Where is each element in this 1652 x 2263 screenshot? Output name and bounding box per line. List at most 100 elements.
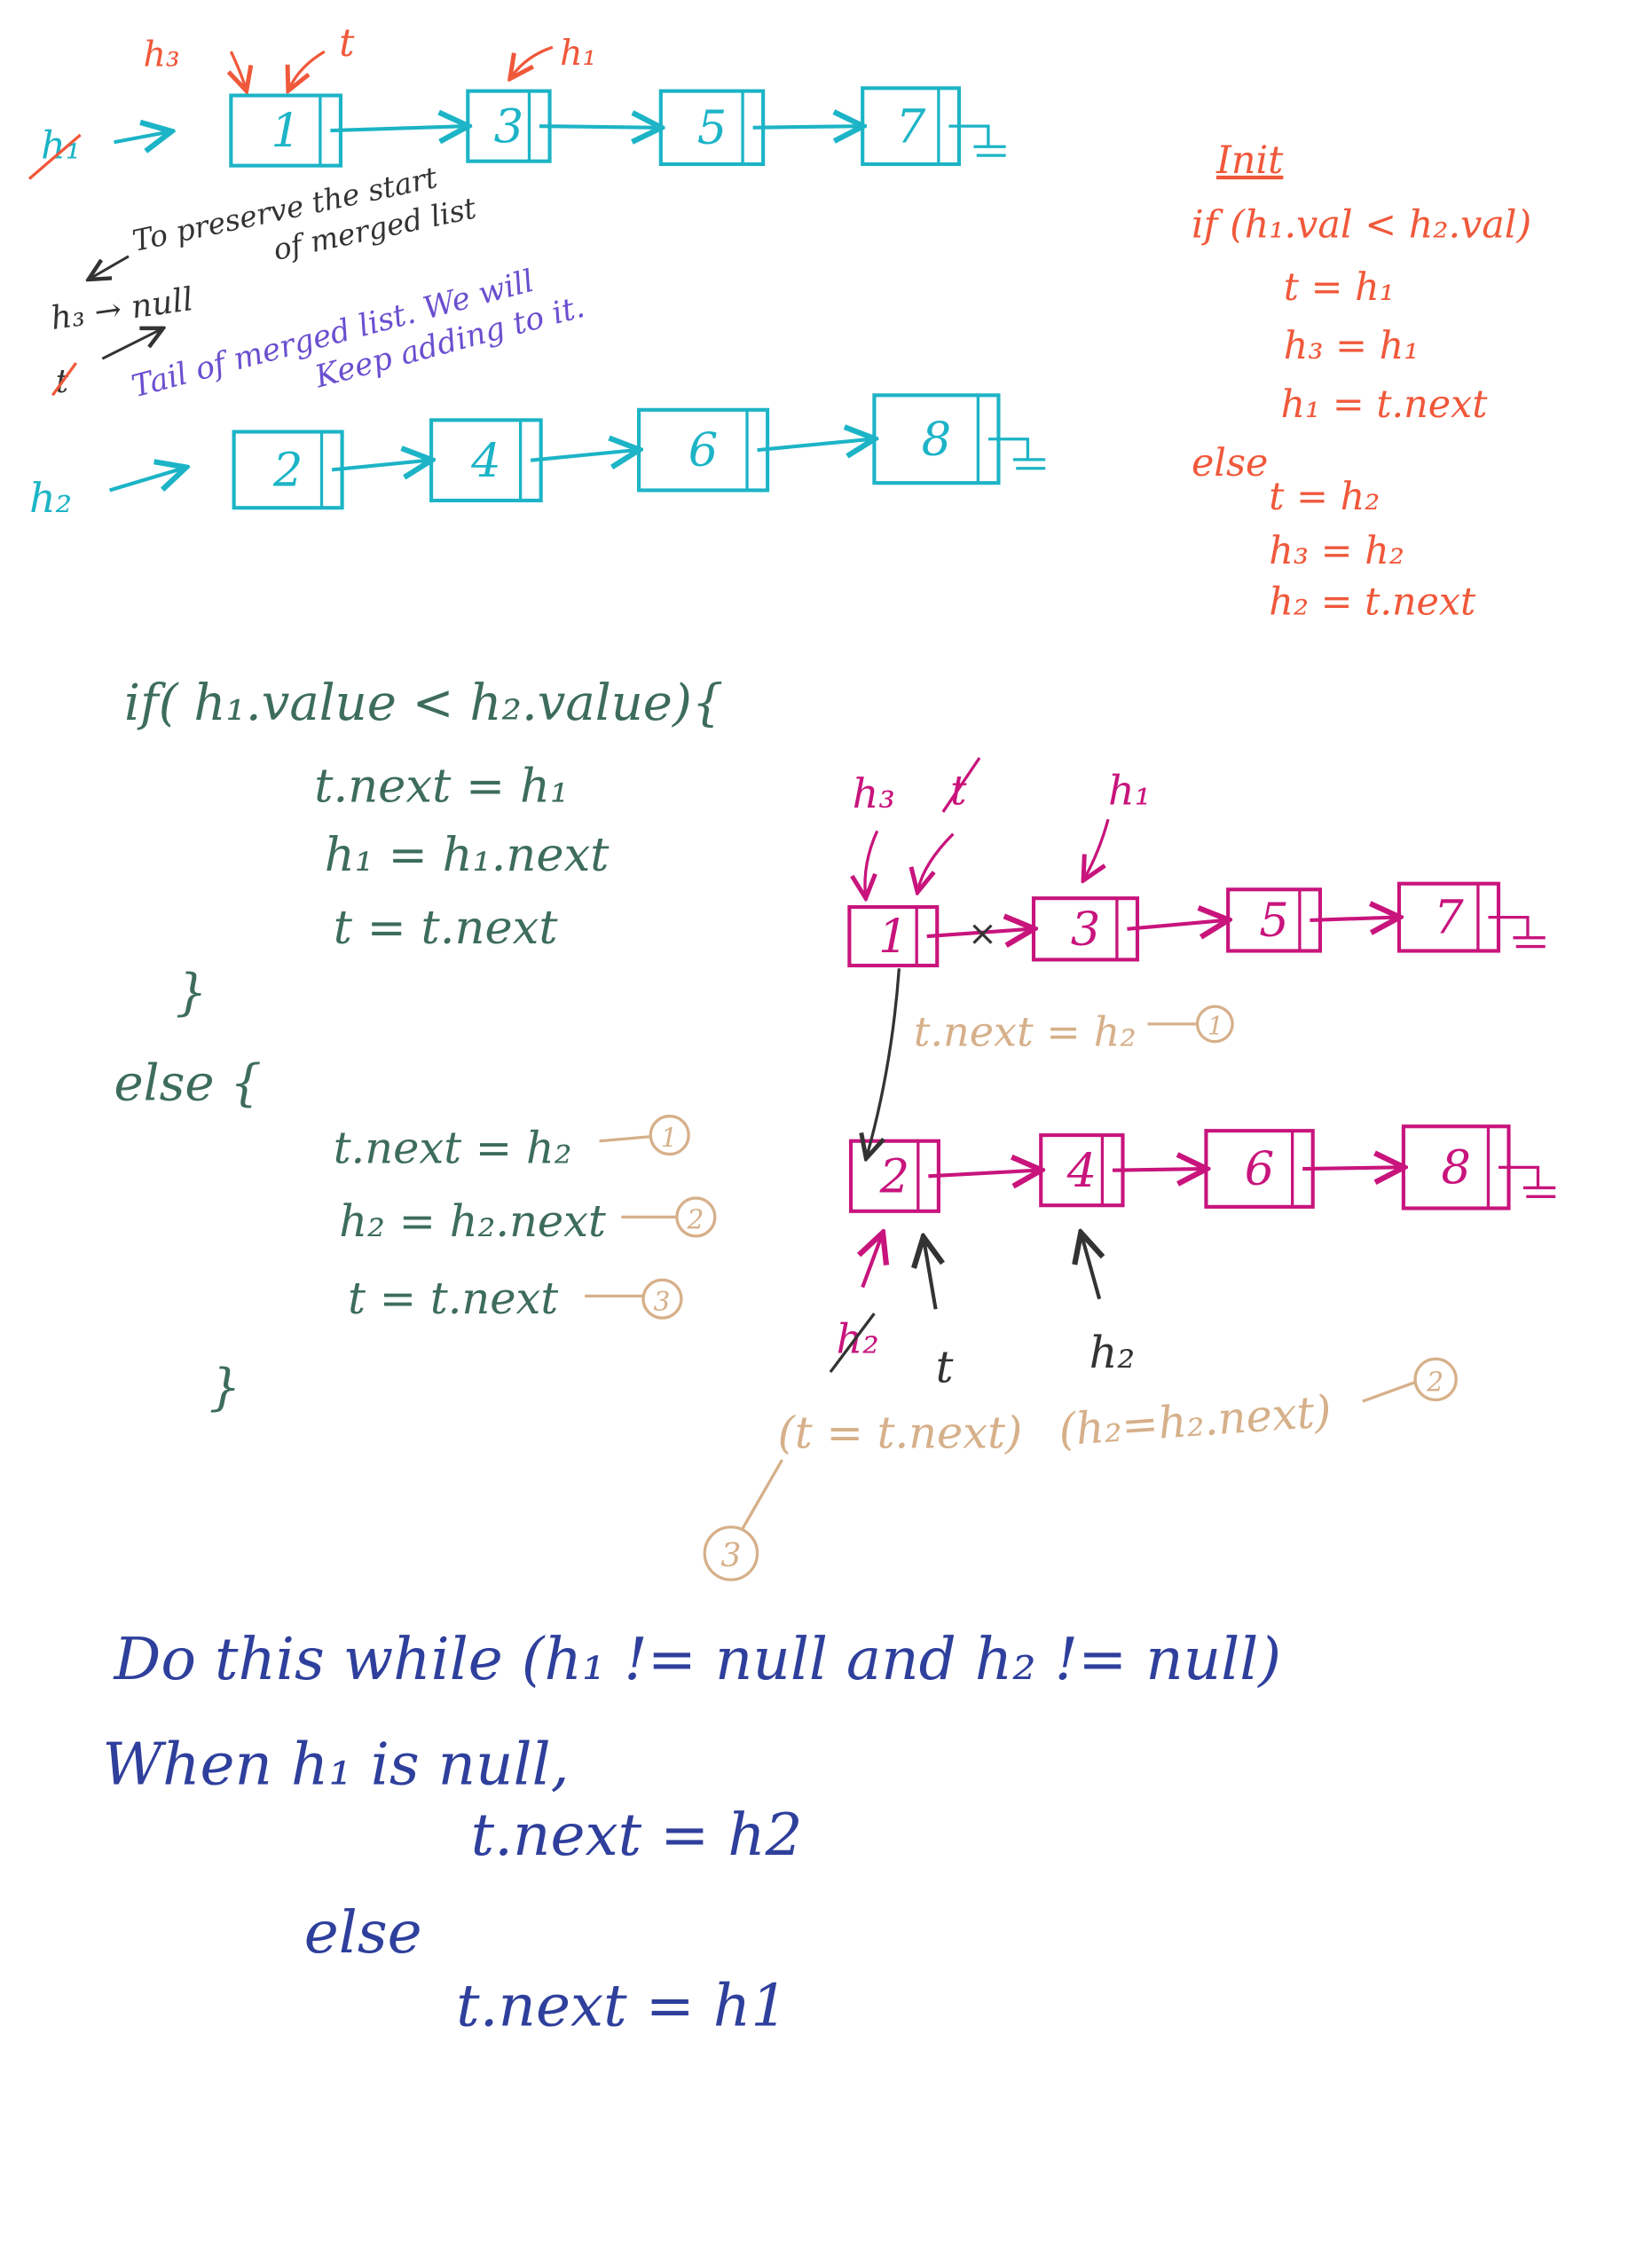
next-arrow [1127,920,1224,929]
step-marker-label: 2 [1426,1366,1444,1397]
label-h1-moved: h₁ [560,33,596,74]
node-value: 8 [1441,1140,1471,1195]
code-line: t = t.next [348,1273,558,1324]
node-value: 1 [878,910,909,964]
next-arrow [331,461,429,470]
next-arrow [1112,1169,1203,1171]
node-value: 8 [922,413,952,467]
code-line: h₂ = h₂.next [339,1195,606,1247]
code-line: } [209,1359,241,1416]
arrow-h2 [108,469,183,493]
cross-out [28,133,82,180]
arrow-h1 [114,132,169,143]
node-value: 7 [1434,891,1464,945]
arrow-t-note [101,329,161,360]
step-marker-label: 1 [661,1122,678,1153]
init-line: h₃ = h₁ [1284,324,1420,368]
next-arrow [330,126,465,130]
arrow-preserve [90,255,130,279]
next-arrow [752,126,860,128]
node-value: 7 [896,99,926,154]
t-step-note: (t = t.next) [778,1407,1023,1459]
code-line: if( h₁.value < h₂.value){ [124,674,723,732]
trace-label-h3: h₃ [853,769,895,817]
code-line: t.next = h₂ [334,1122,572,1173]
trace-list-1: 1 3 5 7 [847,881,1546,968]
trace-label-h1: h₁ [1108,767,1151,815]
trace-label-h2-new: h₂ [1090,1327,1136,1378]
h3-null-note: h₃ → null [49,280,196,337]
arrow-h1-moved [512,45,554,76]
arrow-t-next [867,968,901,1155]
init-title: Init [1215,138,1284,183]
step-marker [1413,1357,1458,1402]
step-marker [675,1196,717,1238]
arrow-h1 [1085,818,1110,878]
code-line: else { [114,1055,262,1113]
connector [741,1459,783,1530]
arrow-t [289,50,326,88]
next-arrow [1310,918,1396,920]
next-arrow [530,450,636,461]
cross-out [829,1313,876,1374]
loop-line: When h₁ is null, [102,1731,569,1799]
top-list-1: 1 3 5 7 [229,86,1006,168]
code-line: t.next = h₁ [314,759,569,813]
init-line: if (h₁.val < h₂.val) [1192,202,1531,247]
step-marker [641,1278,683,1320]
next-arrow [539,126,657,128]
cross-out [51,362,78,397]
node-value: 1 [271,104,301,158]
h2-step-note: (h₂=h₂.next) [1057,1385,1333,1455]
loop-line: else [304,1898,422,1967]
tail-note: Tail of merged list. We will Keep adding… [128,264,588,406]
label-h1-crossed: h₁ [41,123,81,168]
step-marker-label: 3 [720,1536,741,1574]
next-arrow [926,929,1031,936]
node-value: 4 [470,434,501,488]
label-h2: h₂ [29,474,72,522]
connector [599,1135,651,1143]
init-line: h₃ = h₂ [1269,529,1404,573]
init-line: h₂ = t.next [1269,580,1476,625]
link-note: t.next = h₂ [914,1008,1137,1056]
loop-block: Do this while (h₁ != null and h₂ != null… [102,1625,1281,2040]
loop-line: t.next = h1 [456,1972,788,2040]
node-value: 4 [1066,1144,1097,1198]
step-marker [703,1526,759,1581]
init-line: else [1192,441,1268,485]
node-value: 2 [272,444,303,498]
arrow-h2-new [1082,1236,1099,1300]
code-block: if( h₁.value < h₂.value){ t.next = h₁ h₁… [114,674,724,1416]
arrow-t-new [924,1241,935,1310]
next-arrow [757,439,872,450]
null-ground-icon [948,124,1006,157]
cross-out [941,757,981,813]
node-value: 5 [697,101,728,155]
init-block: Init if (h₁.val < h₂.val) t = h₁ h₃ = h₁… [1192,138,1531,625]
node-value: 5 [1259,894,1289,948]
code-line: t = t.next [334,901,559,955]
label-h3: h₃ [143,35,179,75]
next-arrow [928,1171,1038,1177]
step-marker-label: 3 [654,1286,671,1317]
next-arrow [1302,1167,1400,1169]
arrow-h3 [231,51,245,88]
arrow-t [918,832,955,890]
arrow-h3 [865,830,879,895]
node-value: 3 [494,99,524,154]
null-ground-icon [987,438,1046,470]
node-value: 3 [1071,903,1101,957]
null-ground-icon [1488,915,1546,949]
connector [1362,1381,1416,1403]
code-line: h₁ = h₁.next [325,828,610,882]
trace-label-t-new: t [936,1342,954,1393]
broken-link-x: × [968,913,997,954]
init-line: t = h₁ [1284,265,1395,310]
step-marker-label: 1 [1208,1011,1223,1040]
node-value: 6 [1245,1142,1275,1196]
preserve-note: To preserve the start of merged list [130,160,480,267]
